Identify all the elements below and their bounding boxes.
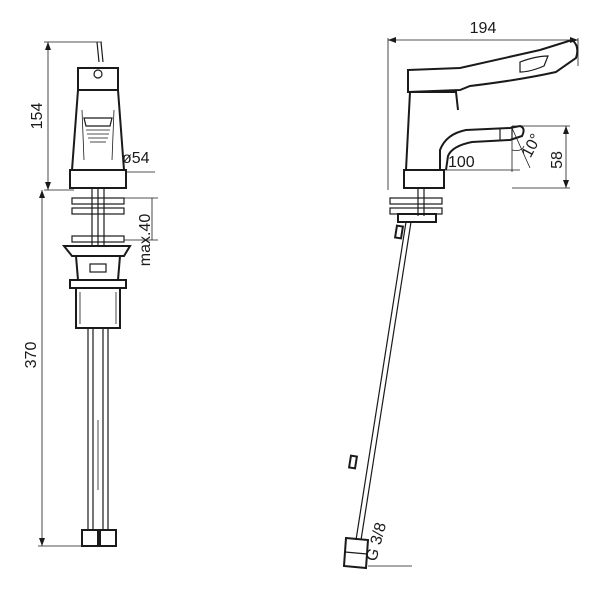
dimension-width-194: 194: [387, 20, 579, 190]
reach-100-label: 100: [448, 154, 475, 171]
dimension-angle-10: 10°: [511, 127, 545, 172]
front-view: 154 370: [23, 41, 158, 547]
total-370-label: 370: [23, 342, 40, 369]
dimension-total-370: 370: [23, 190, 86, 547]
dimension-diameter-54: ø54: [122, 150, 155, 173]
side-view: 194 100 58: [342, 20, 579, 570]
diameter-54-label: ø54: [122, 150, 150, 167]
dimension-height-58: 58: [512, 125, 570, 189]
flex-hoses-front: [81, 328, 117, 547]
height-58-label: 58: [549, 151, 566, 169]
mounting-hardware-front: max.40: [71, 188, 158, 267]
g-3-8-label: G 3/8: [363, 521, 390, 563]
mounting-nut-front: [61, 245, 132, 329]
mounting-hardware-side: [389, 188, 443, 223]
width-194-label: 194: [470, 20, 497, 37]
height-154-label: 154: [29, 103, 46, 130]
max-40-label: max.40: [137, 214, 154, 267]
flex-hose-side: G 3/8: [342, 221, 412, 570]
dimension-reach-100: 100: [440, 154, 520, 171]
dimension-height-154: 154: [29, 41, 102, 191]
faucet-body-front: [69, 41, 127, 189]
